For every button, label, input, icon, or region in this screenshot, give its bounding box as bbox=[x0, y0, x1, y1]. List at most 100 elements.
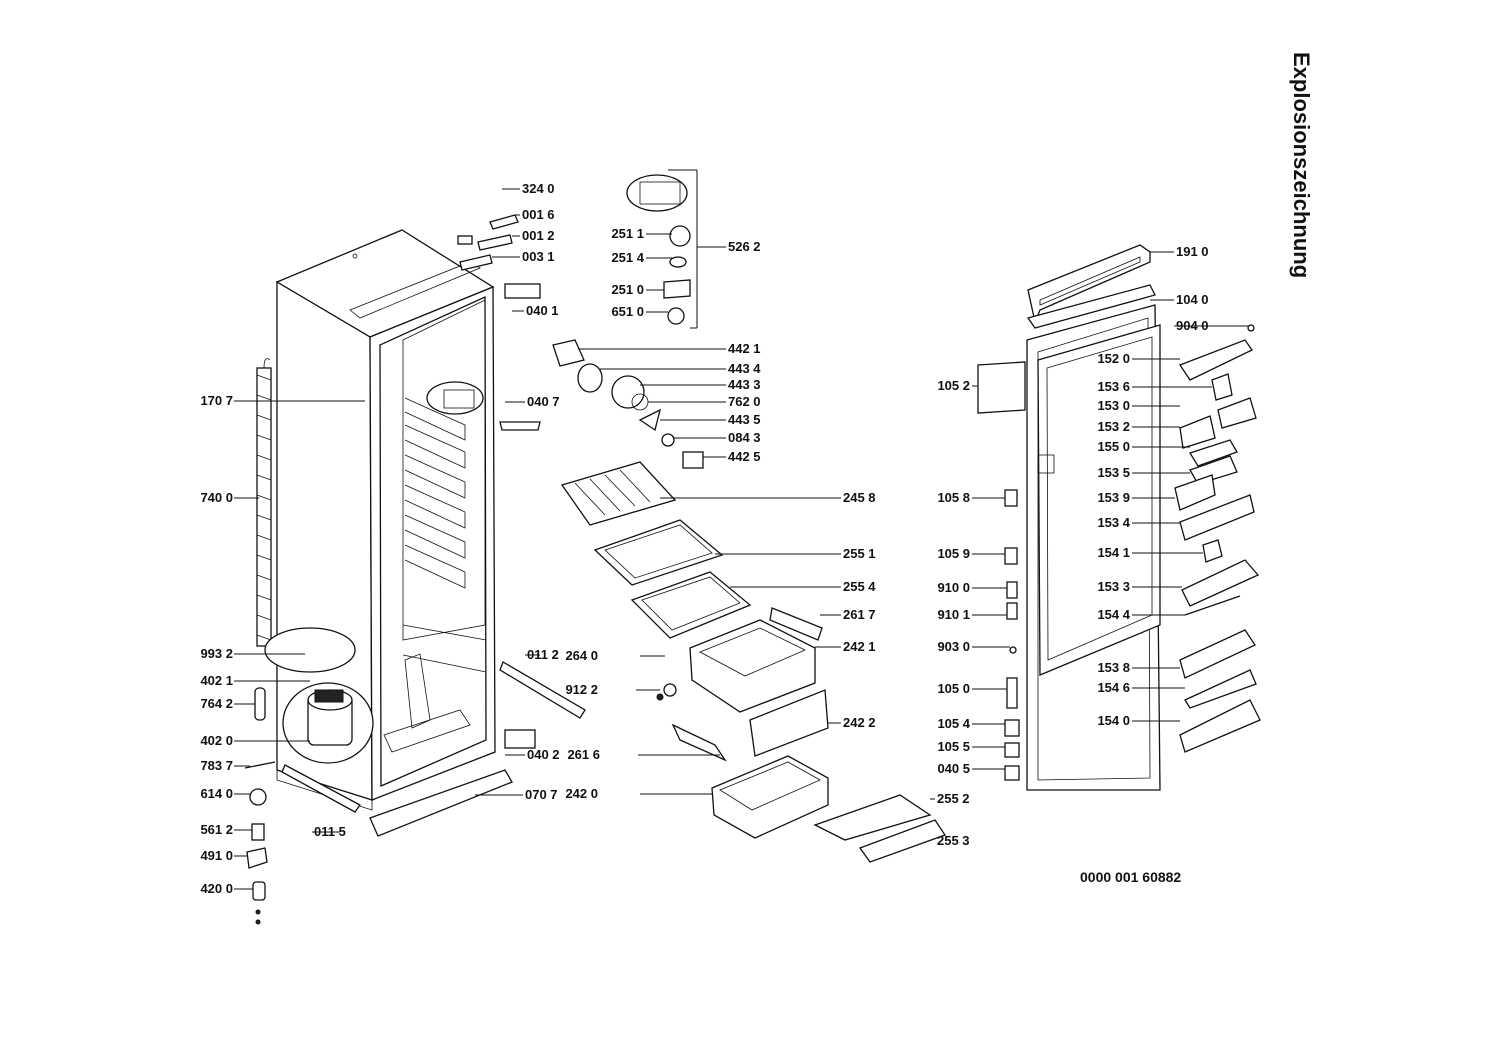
callout-label: 255 3 bbox=[937, 833, 970, 848]
callout-label: 105 9 bbox=[937, 546, 970, 561]
callout-label: 153 9 bbox=[1097, 490, 1130, 505]
terminal bbox=[251, 823, 265, 841]
callout-label: 903 0 bbox=[937, 639, 970, 654]
shelves-and-drawers bbox=[560, 461, 947, 863]
callout-label: 651 0 bbox=[611, 304, 644, 319]
callout-0707: 070 7 bbox=[475, 787, 558, 802]
callout-4020: 402 0 bbox=[200, 733, 310, 748]
callout-label: 443 4 bbox=[728, 361, 761, 376]
callout-1058: 105 8 bbox=[937, 490, 1005, 505]
callout-label: 910 0 bbox=[937, 580, 970, 595]
callout-2420: 242 0 bbox=[565, 786, 712, 801]
callout-label: 740 0 bbox=[200, 490, 233, 505]
door-bins bbox=[1174, 339, 1261, 753]
callout-9122: 912 2 bbox=[565, 682, 660, 697]
callout-label: 261 6 bbox=[567, 747, 600, 762]
callout-label: 251 1 bbox=[611, 226, 644, 241]
callout-label: 153 4 bbox=[1097, 515, 1130, 530]
callout-label: 491 0 bbox=[200, 848, 233, 863]
callout-7642: 764 2 bbox=[200, 696, 255, 711]
callout-4021: 402 1 bbox=[200, 673, 310, 688]
callout-label: 001 2 bbox=[522, 228, 555, 243]
callout-1050: 105 0 bbox=[937, 681, 1007, 696]
callout-1538: 153 8 bbox=[1097, 660, 1180, 675]
callout-0401: 040 1 bbox=[512, 303, 559, 318]
callout-label: 153 5 bbox=[1097, 465, 1130, 480]
base-plinth bbox=[369, 769, 513, 837]
callout-label: 242 2 bbox=[843, 715, 876, 730]
callout-label: 040 2 bbox=[527, 747, 560, 762]
callout-1546: 154 6 bbox=[1097, 680, 1185, 695]
callout-label: 153 0 bbox=[1097, 398, 1130, 413]
callout-label: 764 2 bbox=[200, 696, 233, 711]
callout-1533: 153 3 bbox=[1097, 579, 1182, 594]
callout-1052: 105 2 bbox=[937, 378, 978, 393]
callout-4421: 442 1 bbox=[578, 341, 761, 356]
drawer-rail-right bbox=[769, 607, 823, 641]
callout-label: 261 7 bbox=[843, 607, 876, 622]
callout-label: 105 2 bbox=[937, 378, 970, 393]
callout-label: 443 3 bbox=[728, 377, 761, 392]
callout-label: 040 5 bbox=[937, 761, 970, 776]
fridge-door bbox=[1026, 244, 1255, 791]
callout-0402: 040 2 bbox=[505, 747, 560, 762]
callout-6510: 651 0 bbox=[611, 304, 668, 319]
callout-label: 011 5 bbox=[314, 824, 346, 839]
rail-right bbox=[499, 661, 586, 719]
callout-label: 070 7 bbox=[525, 787, 558, 802]
callout-9100: 910 0 bbox=[937, 580, 1007, 595]
callout-9932: 993 2 bbox=[200, 646, 305, 661]
callout-label: 011 2 bbox=[527, 647, 559, 662]
callout-0031: 003 1 bbox=[492, 249, 555, 264]
callout-1054: 105 4 bbox=[937, 716, 1005, 731]
callout-0112: 011 2 bbox=[525, 647, 559, 662]
relay bbox=[249, 788, 267, 806]
callout-0012: 001 2 bbox=[512, 228, 555, 243]
callout-1910: 191 0 bbox=[1150, 244, 1209, 259]
callout-2640: 264 0 bbox=[565, 648, 665, 663]
callout-1059: 105 9 bbox=[937, 546, 1005, 561]
callout-label: 783 7 bbox=[200, 758, 233, 773]
callout-label: 251 4 bbox=[611, 250, 644, 265]
callout-label: 993 2 bbox=[200, 646, 233, 661]
capacitor bbox=[252, 881, 266, 901]
callout-7400: 740 0 bbox=[200, 490, 259, 505]
top-hinge bbox=[504, 283, 541, 299]
callout-2551: 255 1 bbox=[715, 546, 876, 561]
callout-2554: 255 4 bbox=[730, 579, 876, 594]
callout-label: 402 0 bbox=[200, 733, 233, 748]
callout-label: 105 5 bbox=[937, 739, 970, 754]
callout-1544: 154 4 bbox=[1097, 607, 1185, 622]
callout-0016: 001 6 bbox=[515, 207, 555, 222]
callout-7620: 762 0 bbox=[648, 394, 761, 409]
callout-0843: 084 3 bbox=[674, 430, 761, 445]
document-number: 0000 001 60882 bbox=[1080, 869, 1181, 885]
callout-label: 001 6 bbox=[522, 207, 555, 222]
callout-label: 170 7 bbox=[200, 393, 233, 408]
callout-1534: 153 4 bbox=[1097, 515, 1180, 530]
callout-label: 420 0 bbox=[200, 881, 233, 896]
callout-4425: 442 5 bbox=[703, 449, 761, 464]
callout-label: 561 2 bbox=[200, 822, 233, 837]
callout-2511: 251 1 bbox=[611, 226, 672, 241]
callout-label: 264 0 bbox=[565, 648, 598, 663]
callout-0405: 040 5 bbox=[937, 761, 1005, 776]
callout-6140: 614 0 bbox=[200, 786, 250, 801]
callout-label: 153 2 bbox=[1097, 419, 1130, 434]
callout-7837: 783 7 bbox=[200, 758, 250, 773]
callout-4434: 443 4 bbox=[600, 361, 761, 376]
callout-label: 104 0 bbox=[1176, 292, 1209, 307]
callout-label: 242 1 bbox=[843, 639, 876, 654]
callout-1040: 104 0 bbox=[1150, 292, 1209, 307]
callout-5612: 561 2 bbox=[200, 822, 252, 837]
callout-label: 155 0 bbox=[1097, 439, 1130, 454]
drawer-rail-left bbox=[671, 723, 727, 762]
callout-label: 762 0 bbox=[728, 394, 761, 409]
callout-1540: 154 0 bbox=[1097, 713, 1180, 728]
callout-label: 154 0 bbox=[1097, 713, 1130, 728]
lamp-bracket bbox=[499, 421, 541, 431]
callout-2553: 255 3 bbox=[937, 833, 970, 848]
